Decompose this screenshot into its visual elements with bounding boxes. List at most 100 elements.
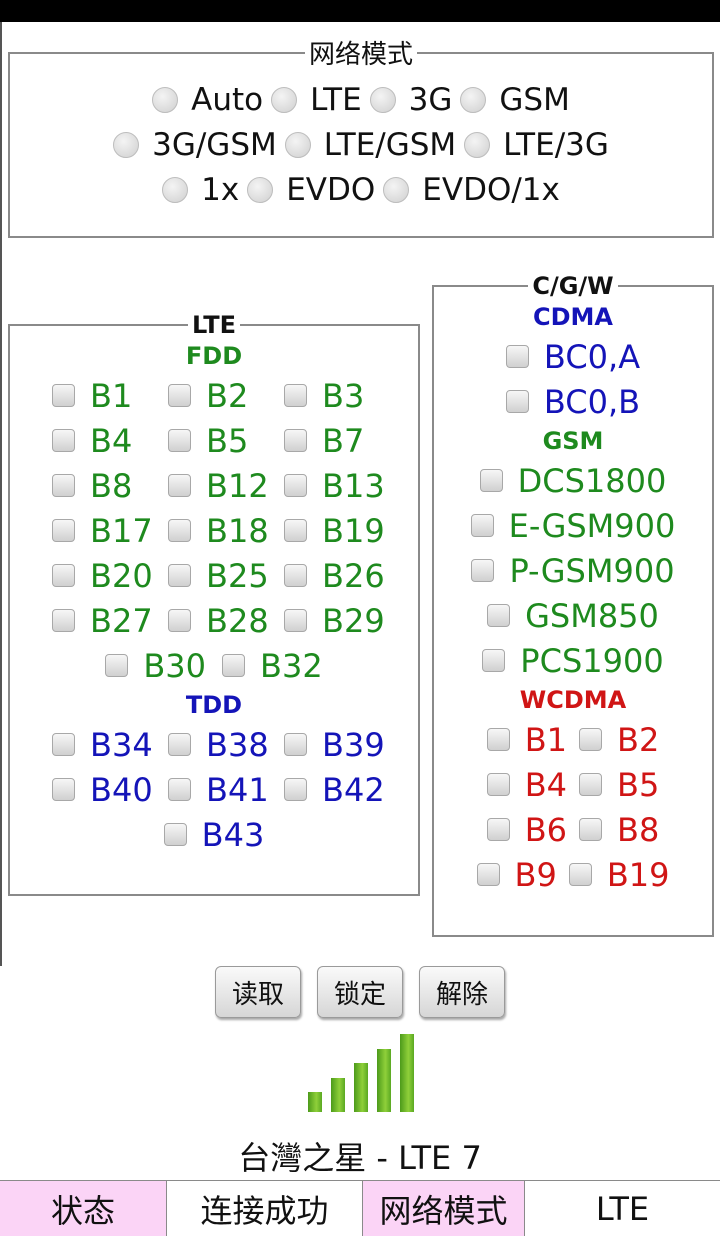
checkbox[interactable]	[168, 733, 191, 756]
checkbox[interactable]	[284, 564, 307, 587]
wcdma-band-b4[interactable]: B4	[486, 762, 567, 807]
fdd-band-b27[interactable]: B27	[52, 598, 168, 643]
checkbox[interactable]	[168, 384, 191, 407]
checkbox[interactable]	[284, 733, 307, 756]
checkbox[interactable]	[579, 728, 602, 751]
fdd-band-b29[interactable]: B29	[284, 598, 400, 643]
gsm-band-gsm850[interactable]: GSM850	[487, 593, 659, 638]
checkbox[interactable]	[52, 429, 75, 452]
mode-option-evdo[interactable]: EVDO	[247, 172, 375, 208]
fdd-band-b17[interactable]: B17	[52, 508, 168, 553]
checkbox[interactable]	[479, 469, 503, 492]
cdma-band-bc0-b[interactable]: BC0,B	[505, 379, 640, 424]
checkbox[interactable]	[487, 604, 511, 627]
checkbox[interactable]	[163, 823, 187, 846]
fdd-band-b7[interactable]: B7	[284, 418, 400, 463]
cdma-band-bc0-a[interactable]: BC0,A	[505, 334, 640, 379]
checkbox[interactable]	[505, 345, 529, 368]
radio-button[interactable]	[464, 131, 491, 158]
checkbox[interactable]	[579, 773, 602, 796]
fdd-band-b13[interactable]: B13	[284, 463, 400, 508]
fdd-band-b32[interactable]: B32	[222, 647, 323, 685]
checkbox[interactable]	[284, 519, 307, 542]
wcdma-band-b2[interactable]: B2	[579, 717, 659, 762]
mode-option-3g[interactable]: 3G	[369, 82, 452, 118]
mode-option-evdo-1x[interactable]: EVDO/1x	[383, 172, 560, 208]
wcdma-band-b5[interactable]: B5	[579, 762, 659, 807]
fdd-band-b3[interactable]: B3	[284, 373, 400, 418]
fdd-band-b1[interactable]: B1	[52, 373, 168, 418]
gsm-band-p-gsm900[interactable]: P-GSM900	[471, 548, 675, 593]
fdd-band-b19[interactable]: B19	[284, 508, 400, 553]
fdd-band-b2[interactable]: B2	[168, 373, 284, 418]
mode-option-1x[interactable]: 1x	[162, 172, 239, 208]
checkbox[interactable]	[486, 728, 510, 751]
wcdma-band-b1[interactable]: B1	[486, 717, 567, 762]
fdd-band-b18[interactable]: B18	[168, 508, 284, 553]
checkbox[interactable]	[470, 514, 494, 537]
checkbox[interactable]	[168, 474, 191, 497]
checkbox[interactable]	[52, 609, 75, 632]
fdd-band-b4[interactable]: B4	[52, 418, 168, 463]
checkbox[interactable]	[579, 818, 602, 841]
wcdma-band-b19[interactable]: B19	[568, 852, 669, 897]
fdd-band-b25[interactable]: B25	[168, 553, 284, 598]
tdd-band-b41[interactable]: B41	[168, 767, 284, 812]
fdd-band-b30[interactable]: B30	[105, 647, 206, 685]
tdd-band-b34[interactable]: B34	[52, 722, 168, 767]
checkbox[interactable]	[284, 429, 307, 452]
tdd-band-b39[interactable]: B39	[284, 722, 400, 767]
lock-button[interactable]: 锁定	[317, 966, 403, 1018]
checkbox[interactable]	[168, 564, 191, 587]
checkbox[interactable]	[52, 384, 75, 407]
radio-button[interactable]	[383, 176, 410, 203]
radio-button[interactable]	[247, 176, 274, 203]
wcdma-band-b9[interactable]: B9	[476, 852, 557, 897]
checkbox[interactable]	[168, 778, 191, 801]
gsm-band-dcs1800[interactable]: DCS1800	[479, 458, 666, 503]
radio-button[interactable]	[369, 86, 396, 113]
radio-button[interactable]	[152, 86, 179, 113]
checkbox[interactable]	[105, 654, 129, 677]
checkbox[interactable]	[568, 863, 592, 886]
tdd-band-b43[interactable]: B43	[163, 816, 264, 854]
checkbox[interactable]	[471, 559, 495, 582]
checkbox[interactable]	[284, 778, 307, 801]
wcdma-band-b8[interactable]: B8	[579, 807, 659, 852]
wcdma-band-b6[interactable]: B6	[486, 807, 567, 852]
tdd-band-b38[interactable]: B38	[168, 722, 284, 767]
checkbox[interactable]	[52, 733, 75, 756]
checkbox[interactable]	[505, 390, 529, 413]
fdd-band-b8[interactable]: B8	[52, 463, 168, 508]
mode-option-lte-gsm[interactable]: LTE/GSM	[284, 127, 456, 163]
checkbox[interactable]	[486, 818, 510, 841]
radio-button[interactable]	[113, 131, 140, 158]
unlock-button[interactable]: 解除	[419, 966, 505, 1018]
radio-button[interactable]	[271, 86, 298, 113]
checkbox[interactable]	[52, 564, 75, 587]
gsm-band-pcs1900[interactable]: PCS1900	[482, 638, 664, 683]
mode-option-auto[interactable]: Auto	[152, 82, 263, 118]
mode-option-lte[interactable]: LTE	[271, 82, 362, 118]
mode-option-gsm[interactable]: GSM	[460, 82, 570, 118]
read-button[interactable]: 读取	[215, 966, 301, 1018]
checkbox[interactable]	[52, 474, 75, 497]
checkbox[interactable]	[52, 519, 75, 542]
fdd-band-b12[interactable]: B12	[168, 463, 284, 508]
fdd-band-b20[interactable]: B20	[52, 553, 168, 598]
fdd-band-b28[interactable]: B28	[168, 598, 284, 643]
mode-option-lte-3g[interactable]: LTE/3G	[464, 127, 609, 163]
fdd-band-b5[interactable]: B5	[168, 418, 284, 463]
checkbox[interactable]	[168, 519, 191, 542]
checkbox[interactable]	[476, 863, 500, 886]
radio-button[interactable]	[162, 176, 189, 203]
fdd-band-b26[interactable]: B26	[284, 553, 400, 598]
checkbox[interactable]	[284, 609, 307, 632]
checkbox[interactable]	[222, 654, 245, 677]
gsm-band-e-gsm900[interactable]: E-GSM900	[470, 503, 675, 548]
tdd-band-b42[interactable]: B42	[284, 767, 400, 812]
checkbox[interactable]	[284, 474, 307, 497]
radio-button[interactable]	[460, 86, 487, 113]
checkbox[interactable]	[52, 778, 75, 801]
checkbox[interactable]	[482, 649, 506, 672]
